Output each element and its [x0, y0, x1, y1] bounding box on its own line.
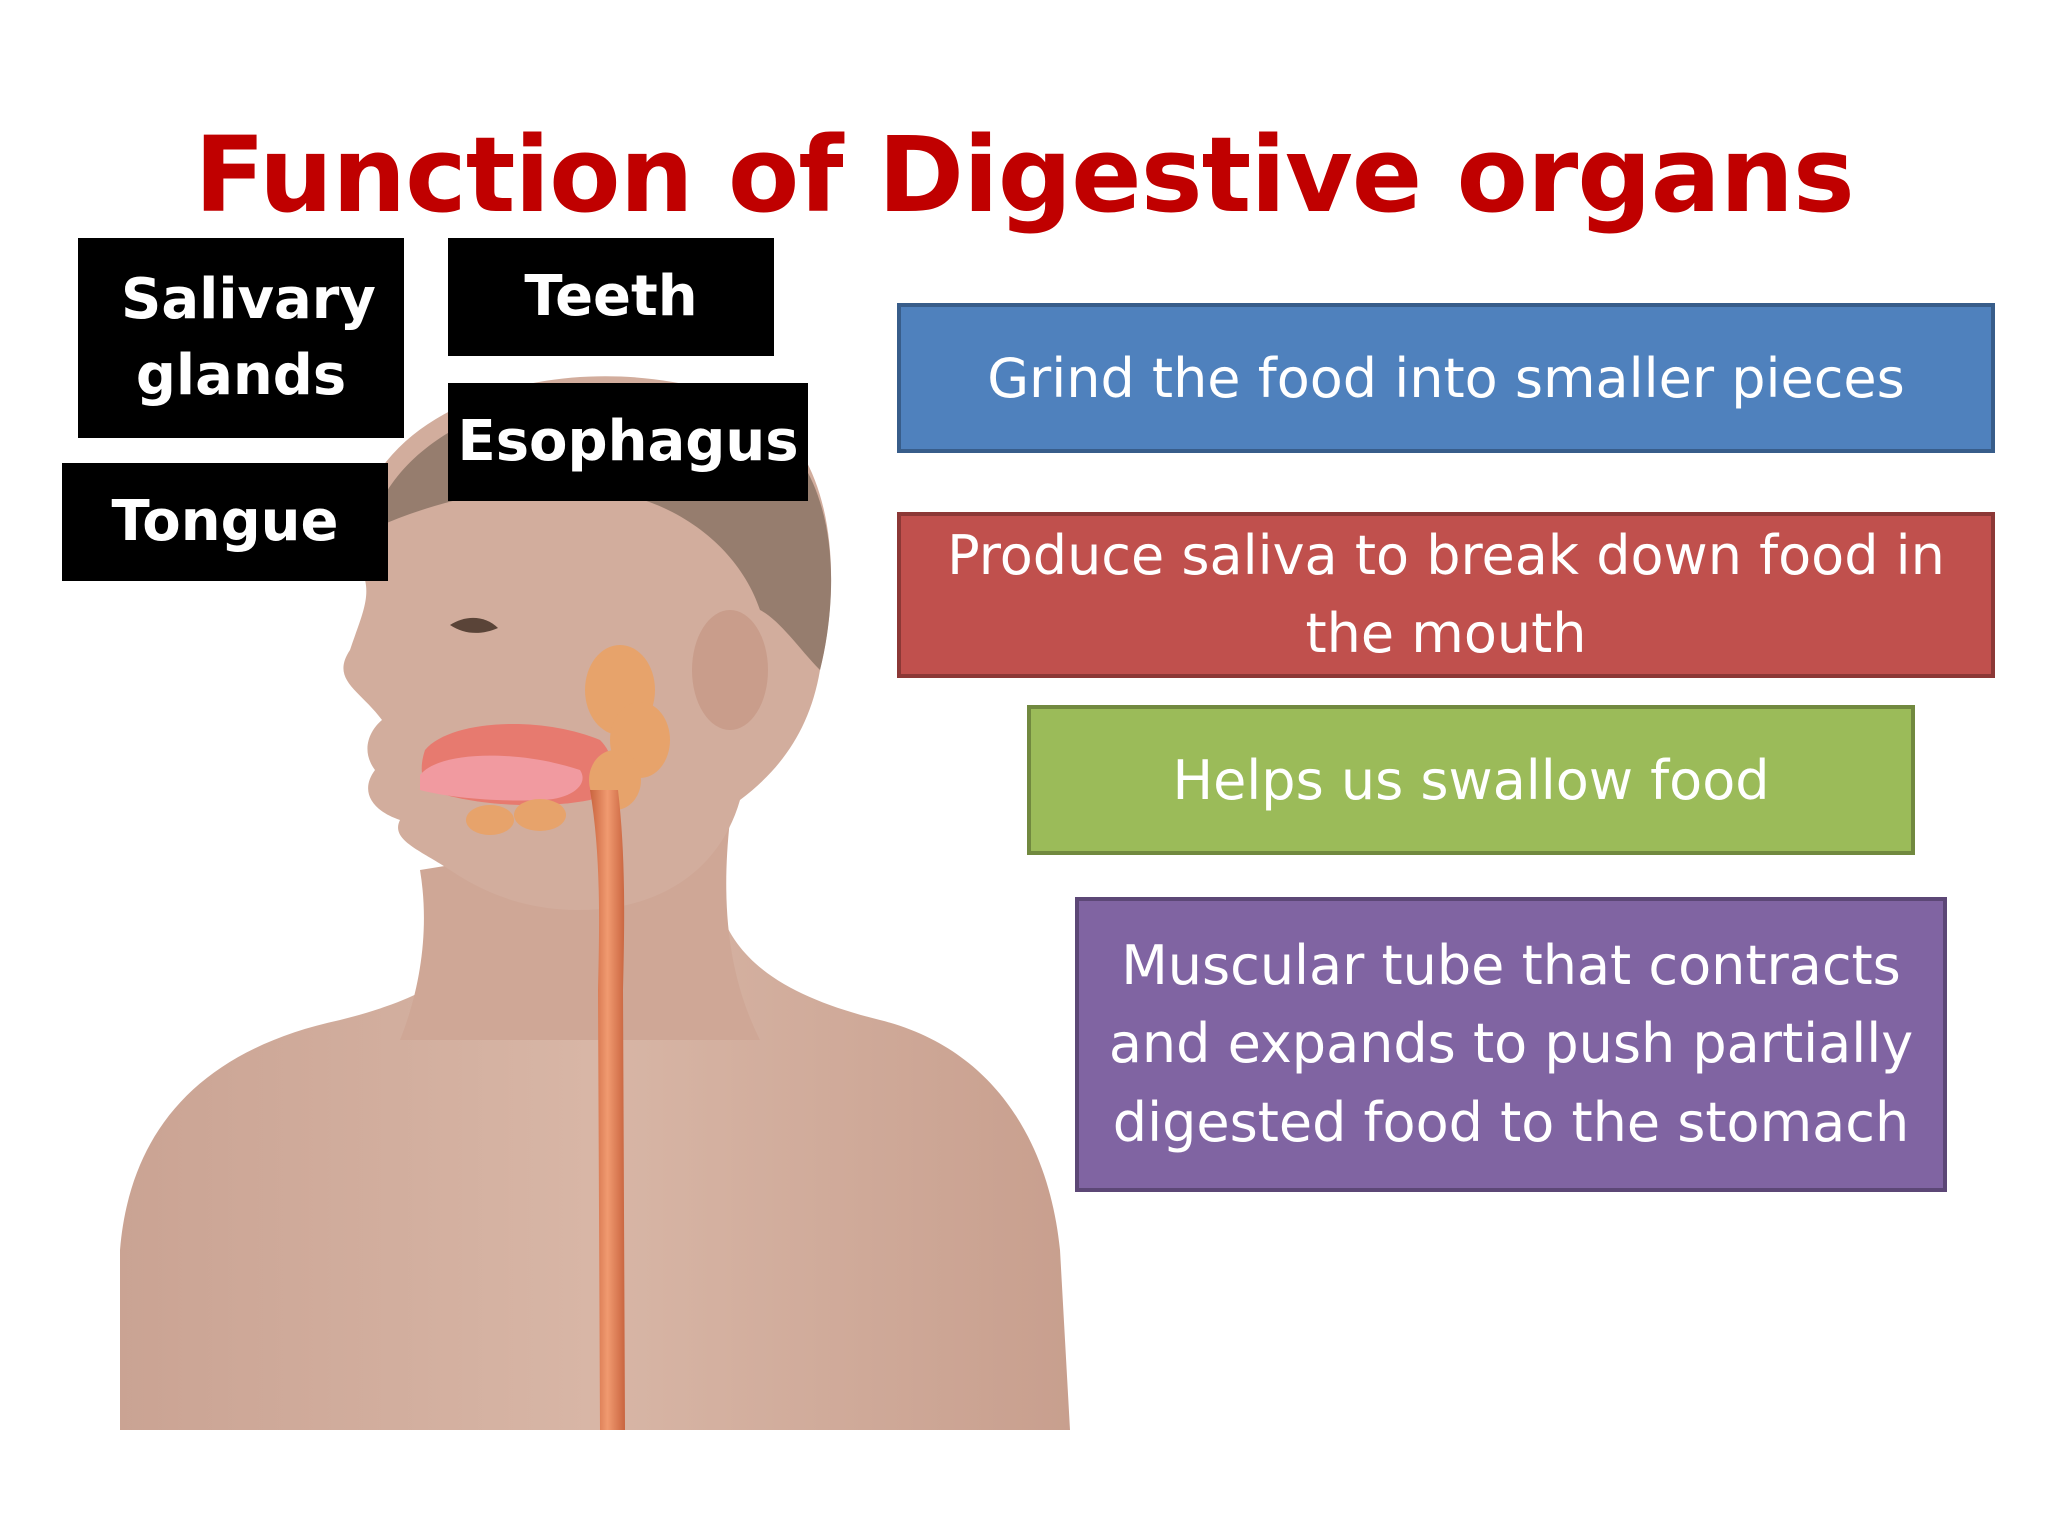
- function-muscular-tube-box[interactable]: Muscular tube that contracts and expands…: [1075, 897, 1947, 1192]
- function-swallow-text: Helps us swallow food: [1172, 748, 1770, 812]
- label-esophagus-text: Esophagus: [457, 409, 799, 475]
- label-salivary-glands-text: Salivary glands: [121, 267, 376, 408]
- esophagus-tube: [590, 790, 625, 1430]
- page-title: Function of Digestive organs: [194, 114, 1855, 236]
- function-grind-box[interactable]: Grind the food into smaller pieces: [897, 303, 1995, 453]
- ear-shape: [692, 610, 768, 730]
- torso-shape: [120, 910, 1070, 1430]
- function-swallow-box[interactable]: Helps us swallow food: [1027, 705, 1915, 855]
- label-salivary-glands[interactable]: Salivary glands: [78, 238, 404, 438]
- function-saliva-text: Produce saliva to break down food in the…: [947, 523, 1945, 665]
- label-esophagus[interactable]: Esophagus: [448, 383, 808, 501]
- tongue-shape: [420, 755, 583, 801]
- label-teeth[interactable]: Teeth: [448, 238, 774, 356]
- function-saliva-box[interactable]: Produce saliva to break down food in the…: [897, 512, 1995, 678]
- function-muscular-tube-text: Muscular tube that contracts and expands…: [1108, 934, 1914, 1154]
- label-teeth-text: Teeth: [524, 264, 698, 330]
- salivary-glands-shape: [466, 645, 670, 835]
- label-tongue[interactable]: Tongue: [62, 463, 388, 581]
- label-tongue-text: Tongue: [111, 489, 339, 555]
- function-grind-text: Grind the food into smaller pieces: [987, 346, 1905, 410]
- eye-shape: [450, 617, 498, 633]
